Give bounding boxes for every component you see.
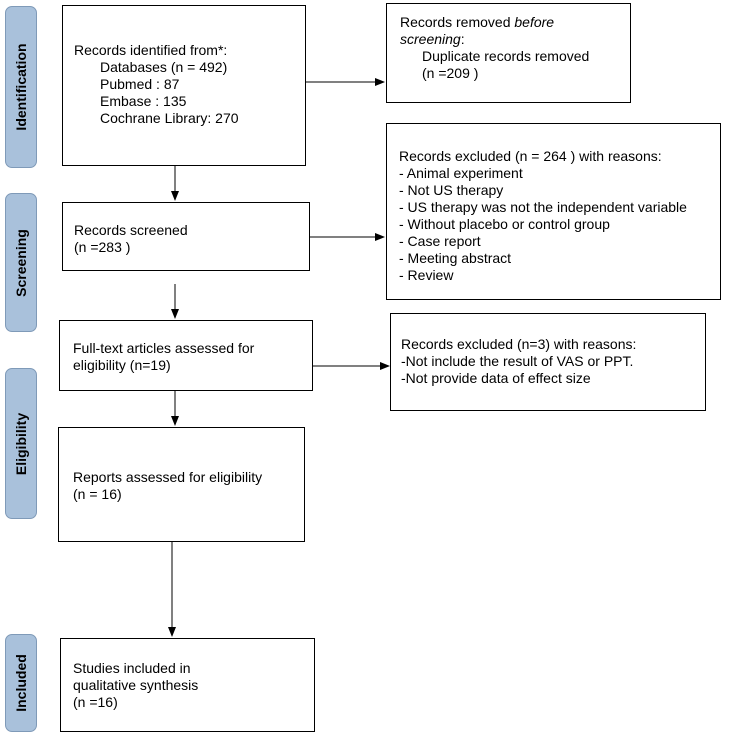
- screened-count: (n =283 ): [74, 239, 131, 255]
- included-line2: qualitative synthesis: [73, 677, 199, 693]
- reports-title: Reports assessed for eligibility: [73, 469, 263, 485]
- records-screened-box: Records screened (n =283 ): [62, 202, 310, 271]
- removed-italic-tail: screening: [400, 31, 461, 47]
- records-removed-box: Records removed before screening: Duplic…: [386, 3, 631, 103]
- identified-cochrane: Cochrane Library: 270: [100, 110, 239, 126]
- included-line1: Studies included in: [73, 660, 191, 676]
- removed-suffix: :: [460, 31, 465, 47]
- removed-heading: Records removed before: [400, 14, 630, 31]
- reports-assessed-box: Reports assessed for eligibility (n = 16…: [58, 427, 305, 542]
- excluded-screening-title: Records excluded (n = 264 ) with reasons…: [399, 148, 662, 164]
- excluded-fulltext-reason: -Not include the result of VAS or PPT.: [401, 353, 634, 369]
- identified-databases: Databases (n = 492): [100, 59, 228, 75]
- phase-screening: Screening: [5, 193, 37, 332]
- removed-count: (n =209 ): [422, 65, 479, 81]
- excluded-fulltext-reason: -Not provide data of effect size: [401, 370, 591, 386]
- excluded-reason: - Without placebo or control group: [399, 216, 610, 232]
- fulltext-assessed-box: Full-text articles assessed for eligibil…: [59, 320, 313, 391]
- excluded-reason: - US therapy was not the independent var…: [399, 199, 687, 215]
- removed-duplicates: Duplicate records removed: [422, 48, 590, 64]
- removed-italic: before: [514, 14, 555, 30]
- excluded-reason: - Not US therapy: [399, 182, 504, 198]
- records-identified-box: Records identified from*: Databases (n =…: [62, 5, 306, 166]
- reports-count: (n = 16): [73, 486, 122, 502]
- excluded-reason: - Case report: [399, 233, 481, 249]
- included-count: (n =16): [73, 694, 118, 710]
- records-excluded-screening-box: Records excluded (n = 264 ) with reasons…: [386, 123, 721, 300]
- phase-included: Included: [5, 634, 37, 732]
- excluded-reason: - Review: [399, 267, 454, 283]
- fulltext-line1: Full-text articles assessed for: [73, 340, 255, 356]
- phase-identification: Identification: [5, 6, 37, 168]
- removed-heading-end: screening:: [400, 31, 630, 48]
- identified-pubmed: Pubmed : 87: [100, 76, 180, 92]
- removed-prefix: Records removed: [400, 14, 515, 30]
- excluded-fulltext-title: Records excluded (n=3) with reasons:: [401, 336, 637, 352]
- phase-eligibility: Eligibility: [5, 368, 37, 519]
- identified-title: Records identified from*:: [74, 42, 228, 58]
- excluded-reason: - Animal experiment: [399, 165, 523, 181]
- screened-title: Records screened: [74, 222, 188, 238]
- excluded-reason: - Meeting abstract: [399, 250, 512, 266]
- identified-embase: Embase : 135: [100, 93, 187, 109]
- fulltext-line2: eligibility (n=19): [73, 357, 171, 373]
- studies-included-box: Studies included in qualitative synthesi…: [60, 638, 315, 732]
- records-excluded-fulltext-box: Records excluded (n=3) with reasons: -No…: [390, 313, 706, 411]
